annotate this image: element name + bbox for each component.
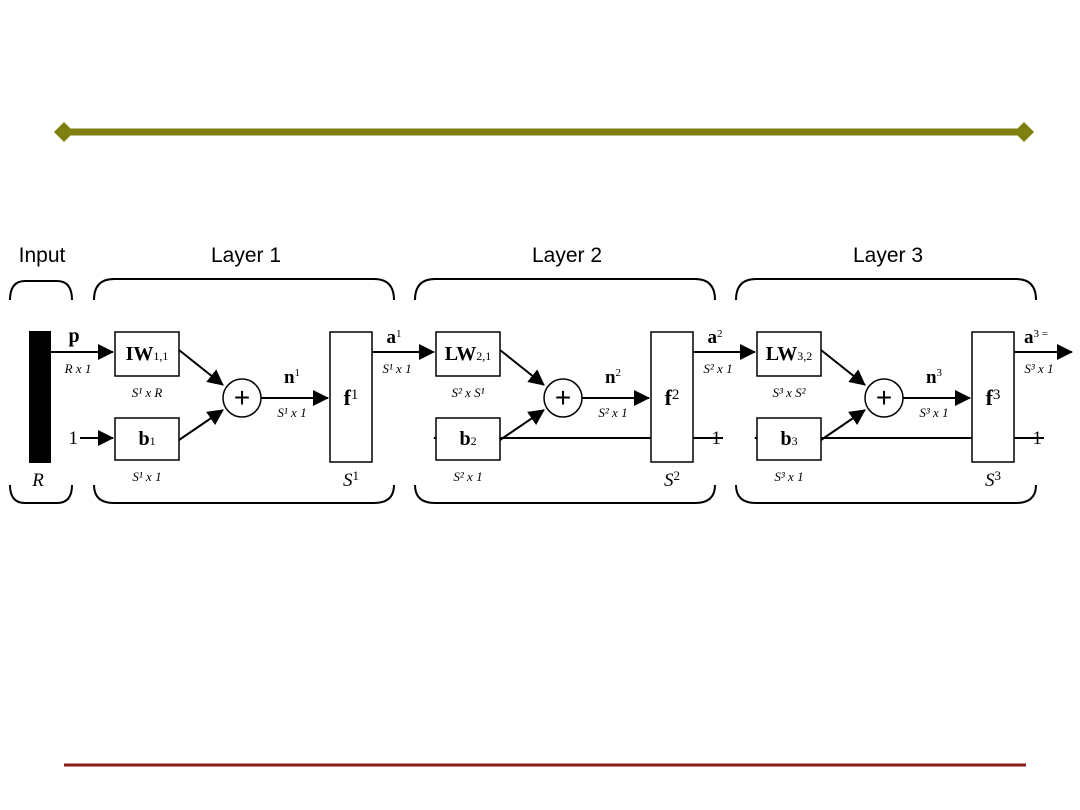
input-size-label: R <box>31 470 44 491</box>
layer-bottom-bracket <box>735 484 1037 504</box>
bias-box <box>114 417 180 461</box>
bias-to-sum-arrow <box>820 409 866 441</box>
net-dim: S³ x 1 <box>919 405 948 420</box>
layer-size-label: S2 <box>664 468 680 491</box>
transfer-box <box>971 331 1015 463</box>
input-vector-dim: R x 1 <box>64 361 92 376</box>
weight-label: LW2,1 <box>445 343 492 365</box>
output-label: a2 <box>708 327 723 348</box>
bias-dim: S² x 1 <box>453 469 482 484</box>
layer-title: Layer 2 <box>532 244 602 267</box>
net-label: n3 <box>926 367 943 388</box>
input-vector-bar <box>29 331 51 463</box>
weight-dim: S² x S¹ <box>451 385 484 400</box>
weight-to-sum-arrow <box>820 349 866 386</box>
top-rule-left-diamond <box>54 122 74 142</box>
input-section: Input R p R x 1 <box>9 244 114 504</box>
output-dim: S¹ x 1 <box>382 361 411 376</box>
weight-box <box>756 331 822 377</box>
layer-bottom-bracket <box>414 484 716 504</box>
bias-label: b1 <box>138 428 155 450</box>
weight-box <box>435 331 501 377</box>
weight-label: IW1,1 <box>126 343 169 365</box>
bias-to-sum-arrow <box>499 409 545 441</box>
output-label: a3 = <box>1024 327 1048 348</box>
sum-symbol: + <box>555 382 571 413</box>
input-top-bracket <box>9 280 73 301</box>
transfer-box <box>329 331 373 463</box>
output-label: a1 <box>387 327 402 348</box>
layer-bottom-bracket <box>93 484 395 504</box>
layer-top-bracket <box>735 278 1037 301</box>
weight-box <box>114 331 180 377</box>
bias-dim: S¹ x 1 <box>132 469 161 484</box>
layer-top-bracket <box>414 278 716 301</box>
net-dim: S² x 1 <box>598 405 627 420</box>
bias-box <box>756 417 822 461</box>
top-rule-right-diamond <box>1014 122 1034 142</box>
bias-label: b2 <box>459 428 476 450</box>
output-dim: S³ x 1 <box>1024 361 1053 376</box>
transfer-label: f1 <box>344 385 359 410</box>
input-bottom-bracket <box>9 484 73 504</box>
layer-size-label: S1 <box>343 468 359 491</box>
layer-top-bracket <box>93 278 395 301</box>
input-vector-label: p <box>68 325 79 347</box>
net-label: n1 <box>284 367 300 388</box>
transfer-label: f2 <box>665 385 680 410</box>
sum-symbol: + <box>234 382 250 413</box>
sum-symbol: + <box>876 382 892 413</box>
bias-label: b3 <box>780 428 797 450</box>
transfer-box <box>650 331 694 463</box>
bias-input-label: 1 <box>69 428 79 449</box>
input-title: Input <box>19 244 66 267</box>
layer-1: Layer 1 IW1,1 S¹ x R 1 b1 S¹ x 1 + n1 S¹ x 1 f1S1… <box>69 244 435 504</box>
top-rule <box>54 122 1034 142</box>
layer-title: Layer 1 <box>211 244 281 267</box>
layer-size-label: S3 <box>985 468 1001 491</box>
bias-to-sum-arrow <box>178 409 224 441</box>
bias-dim: S³ x 1 <box>774 469 803 484</box>
output-dim: S² x 1 <box>703 361 732 376</box>
net-dim: S¹ x 1 <box>277 405 306 420</box>
transfer-label: f3 <box>986 385 1001 410</box>
layers: Layer 1 IW1,1 S¹ x R 1 b1 S¹ x 1 + n1 S¹ x 1 f1S1… <box>69 244 1073 504</box>
weight-to-sum-arrow <box>178 349 224 386</box>
net-label: n2 <box>605 367 621 388</box>
weight-dim: S³ x S² <box>772 385 806 400</box>
weight-label: LW3,2 <box>766 343 813 365</box>
weight-to-sum-arrow <box>499 349 545 386</box>
layer-title: Layer 3 <box>853 244 923 267</box>
weight-dim: S¹ x R <box>132 385 163 400</box>
